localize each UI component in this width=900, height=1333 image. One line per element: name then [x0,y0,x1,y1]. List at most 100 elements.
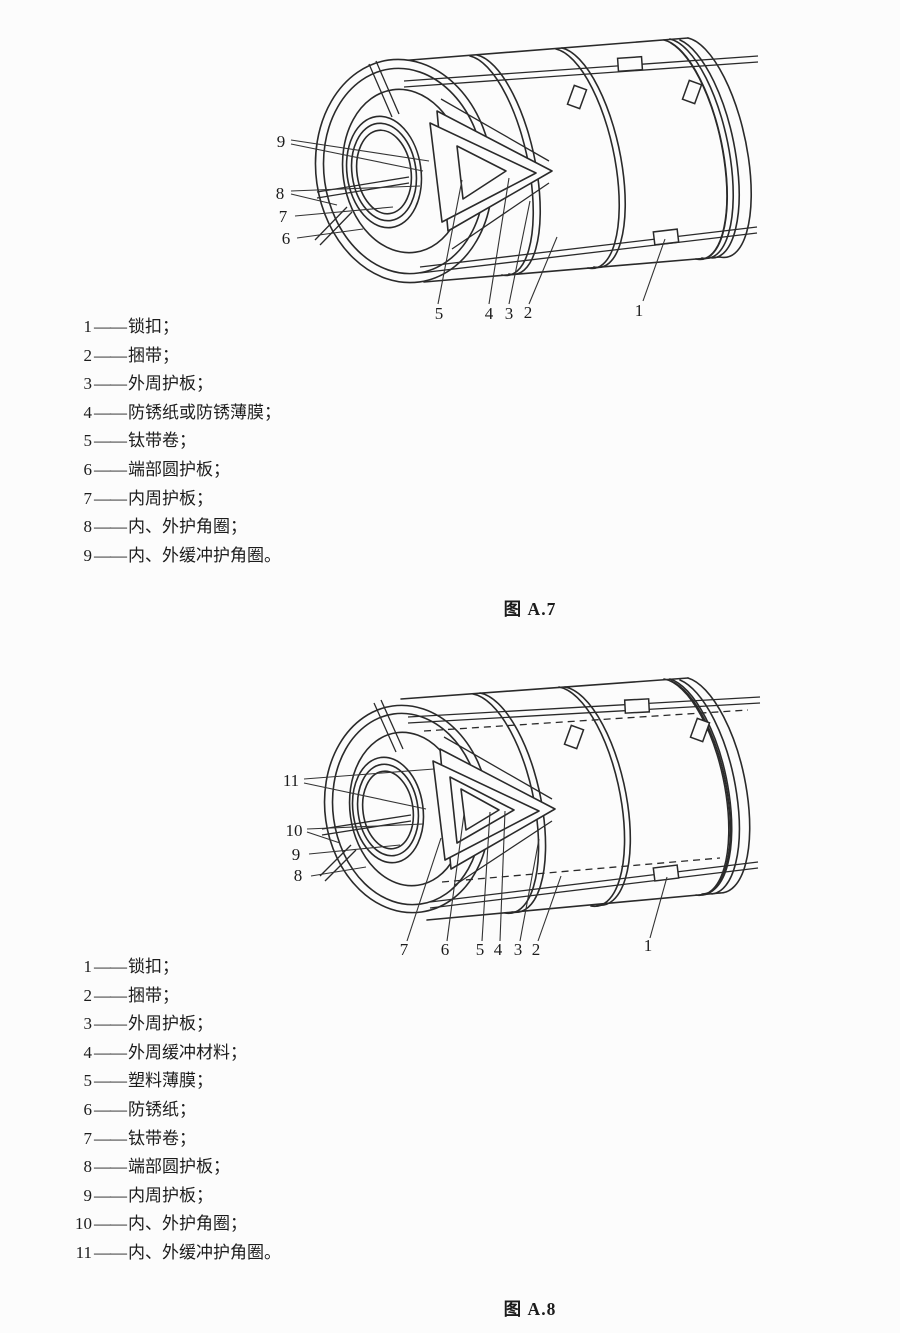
buckle-right-band [681,79,703,105]
legend-dash: —— [94,402,127,422]
film-edge-dashed-top [423,709,749,732]
callout-number: 9 [277,132,286,151]
callout-numbers-a7: 9 8 7 6 5 4 3 2 1 [276,132,644,323]
buckle-right-band [689,717,711,743]
band-buckles [566,79,703,110]
legend-number: 8 [83,1157,93,1177]
callout-number: 8 [294,866,303,885]
band-buckles [563,717,711,750]
legend-dash: —— [94,1099,127,1119]
legend-item: 9——内周护板； [62,1182,281,1211]
callout-number: 5 [435,304,444,323]
legend-number: 5 [83,431,93,451]
callout-numbers-a8: 11 10 9 8 7 6 5 4 3 2 1 [283,771,652,959]
legend-number: 7 [83,488,93,508]
legend-dash: —— [94,985,127,1005]
legend-label: 捆带； [128,345,179,365]
legend-item: 1——锁扣； [62,313,281,342]
legend-label: 钛带卷； [128,431,196,451]
circumferential-band-mid [558,686,632,908]
callout-number: 2 [524,303,533,322]
legend-dash: —— [94,488,127,508]
legend-number: 2 [83,345,93,365]
legend-dash: —— [94,345,127,365]
legend-label: 外周缓冲材料； [128,1042,247,1062]
buckle-bottom-strap [652,228,680,246]
legend-dash: —— [94,1157,127,1177]
legend-number: 3 [83,374,93,394]
callout-number: 8 [276,184,285,203]
legend-label: 端部圆护板； [128,459,230,479]
legend-number: 1 [83,317,93,336]
callout-number: 3 [514,940,523,959]
legend-number: 4 [83,1042,93,1062]
buckle-top-strap [623,698,651,714]
legend-label: 内、外缓冲护角圈。 [128,545,281,565]
circumferential-band-right [663,678,733,897]
legend-dash: —— [94,1071,127,1091]
legend-label: 塑料薄膜； [128,1071,213,1091]
legend-label: 外周护板； [128,1014,213,1034]
callout-leaders-a8 [303,768,668,942]
legend-number: 6 [83,1099,93,1119]
legend-item: 9——内、外缓冲护角圈。 [62,542,282,571]
legend-dash: —— [94,1242,127,1262]
legend-dash: —— [94,431,127,451]
legend-dash: —— [94,374,127,394]
legend-dash: —— [94,1185,127,1205]
legend-number: 7 [83,1128,93,1148]
legend-label: 内、外缓冲护角圈。 [128,1242,281,1262]
legend-number: 5 [83,1071,93,1091]
longitudinal-strap-top [403,55,759,88]
legend-label: 锁扣； [128,317,179,336]
legend-dash: —— [94,1214,127,1234]
legend-label: 内周护板； [128,488,213,508]
legend-number: 11 [75,1242,92,1262]
legend-item: 7——内周护板； [62,485,281,514]
callout-number: 1 [644,936,653,955]
legend-dash: —— [94,1042,127,1062]
legend-number: 2 [83,985,93,1005]
legend-item: 5——钛带卷； [62,427,281,456]
callout-number: 6 [441,940,450,959]
callout-number: 3 [505,304,514,323]
longitudinal-strap-bottom [419,226,758,274]
callout-leaders-a7 [290,139,666,305]
figure-caption-a8: 图 A.8 [503,1299,557,1319]
legend-number: 6 [83,459,93,479]
legend-dash: —— [94,517,127,537]
buckle-mid-band [563,724,585,750]
legend-number: 3 [83,1014,93,1034]
callout-number: 11 [283,771,299,790]
legend-item: 8——端部圆护板； [62,1153,281,1182]
callout-number: 2 [532,940,541,959]
legend-item: 11——内、外缓冲护角圈。 [62,1239,281,1268]
callout-number: 6 [282,229,291,248]
callout-number: 7 [279,207,288,226]
legend-item: 3——外周护板； [62,370,281,399]
legend-dash: —— [94,545,127,565]
legend-number: 9 [83,1185,93,1205]
legend-number: 9 [83,545,93,565]
legend-item: 2——捆带； [62,982,281,1011]
legend-label: 端部圆护板； [128,1157,230,1177]
legend-item: 4——外周缓冲材料； [62,1039,281,1068]
legend-label: 外周护板； [128,374,213,394]
callout-number: 7 [400,940,409,959]
callout-number: 10 [286,821,303,840]
legend-item: 6——防锈纸； [62,1096,281,1125]
circumferential-band-mid [555,47,627,270]
legend-item: 3——外周护板； [62,1010,281,1039]
legend-dash: —— [94,1014,127,1034]
right-end-rim [670,677,751,896]
film-edge-dashed-bottom [441,857,721,883]
callout-number: 1 [635,301,644,320]
legend-label: 内、外护角圈； [128,517,247,537]
legend-item: 2——捆带； [62,342,281,371]
coil-packaging-diagram-a8: 11 10 9 8 7 6 5 4 3 2 1 [283,677,761,959]
longitudinal-strap-bottom [429,857,759,909]
legend-label: 防锈纸或防锈薄膜； [128,402,281,422]
callout-number: 9 [292,845,301,864]
figure-caption-a7: 图 A.7 [503,599,557,619]
